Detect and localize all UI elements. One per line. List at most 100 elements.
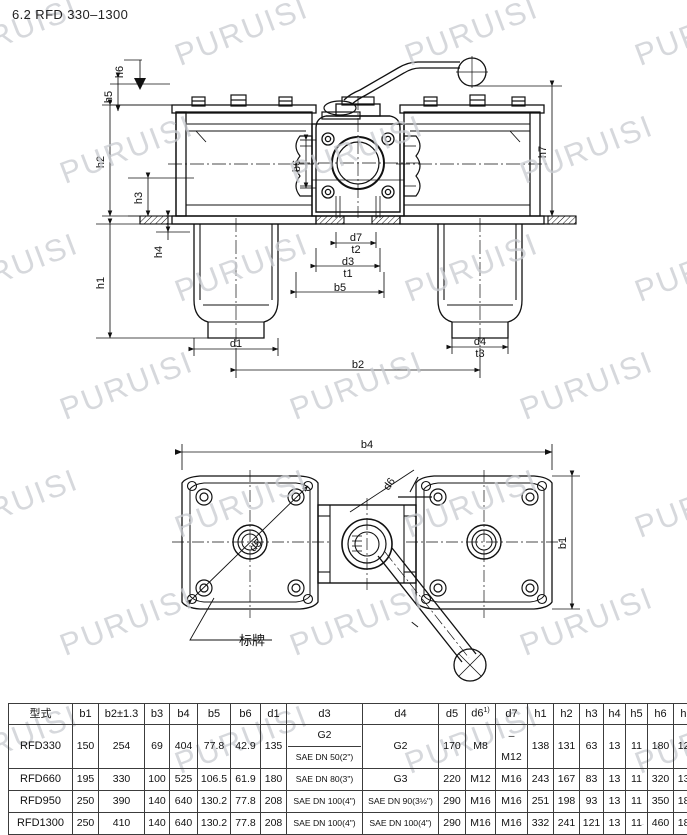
header-h4: h4 bbox=[604, 704, 626, 725]
cell-b1: 150 bbox=[73, 725, 99, 769]
cell-h6: 320 bbox=[648, 769, 674, 791]
cell-h4: 13 bbox=[604, 791, 626, 813]
cell-b6: 42.9 bbox=[231, 725, 261, 769]
dim-h5: h5 bbox=[103, 91, 115, 103]
cell-h2: 167 bbox=[554, 769, 580, 791]
specification-table-container: 型式 b1 b2±1.3 b3 b4 b5 b6 d1 d3 d4 d5 d61… bbox=[8, 703, 679, 835]
header-d4: d4 bbox=[363, 704, 439, 725]
cell-d7: M16 bbox=[496, 769, 528, 791]
cell-model: RFD950 bbox=[9, 791, 73, 813]
cell-d1: 208 bbox=[261, 813, 287, 835]
cell-d7-top: – bbox=[497, 726, 526, 747]
front-elevation-view bbox=[140, 56, 576, 348]
cell-h2: 241 bbox=[554, 813, 580, 835]
header-h6: h6 bbox=[648, 704, 674, 725]
header-h7: h7 bbox=[674, 704, 687, 725]
dim-d4: d4 bbox=[474, 336, 486, 348]
cell-d5: 290 bbox=[439, 791, 466, 813]
cell-h1: 332 bbox=[528, 813, 554, 835]
header-d6: d61) bbox=[466, 704, 496, 725]
cell-d5: 170 bbox=[439, 725, 466, 769]
cell-b4: 525 bbox=[170, 769, 198, 791]
header-b6: b6 bbox=[231, 704, 261, 725]
cell-h6: 350 bbox=[648, 791, 674, 813]
cell-b1: 195 bbox=[73, 769, 99, 791]
cell-d7: – M12 bbox=[496, 725, 528, 769]
cell-d7: M16 bbox=[496, 791, 528, 813]
cell-d6: M16 bbox=[466, 791, 496, 813]
cell-d6: M8 bbox=[466, 725, 496, 769]
dim-t3: t3 bbox=[475, 348, 484, 360]
cell-d5: 290 bbox=[439, 813, 466, 835]
header-b2: b2±1.3 bbox=[99, 704, 145, 725]
cell-d7-bottom: M12 bbox=[497, 747, 526, 768]
cell-h4: 13 bbox=[604, 813, 626, 835]
header-d3: d3 bbox=[287, 704, 363, 725]
cell-b6: 61.9 bbox=[231, 769, 261, 791]
dim-t2: t2 bbox=[351, 244, 360, 256]
cell-b3: 140 bbox=[145, 813, 170, 835]
cell-model: RFD1300 bbox=[9, 813, 73, 835]
cell-h3: 121 bbox=[580, 813, 604, 835]
cell-b5: 130.2 bbox=[198, 813, 231, 835]
cell-d1: 208 bbox=[261, 791, 287, 813]
dim-l: l bbox=[410, 620, 421, 629]
cell-b3: 69 bbox=[145, 725, 170, 769]
cell-d6: M12 bbox=[466, 769, 496, 791]
cell-b4: 640 bbox=[170, 791, 198, 813]
cell-b2: 410 bbox=[99, 813, 145, 835]
cell-model: RFD330 bbox=[9, 725, 73, 769]
dim-b2: b2 bbox=[352, 359, 364, 371]
cell-d3-top: G2 bbox=[288, 725, 361, 747]
cell-d6: M16 bbox=[466, 813, 496, 835]
cell-h4: 13 bbox=[604, 725, 626, 769]
cell-h1: 243 bbox=[528, 769, 554, 791]
dim-b1: b1 bbox=[557, 537, 569, 549]
cell-h1: 251 bbox=[528, 791, 554, 813]
cell-h3: 93 bbox=[580, 791, 604, 813]
header-h1: h1 bbox=[528, 704, 554, 725]
cell-b1: 250 bbox=[73, 791, 99, 813]
plan-view bbox=[172, 470, 564, 681]
cell-h5: 11 bbox=[626, 769, 648, 791]
cell-b2: 254 bbox=[99, 725, 145, 769]
cell-b4: 404 bbox=[170, 725, 198, 769]
table-row: RFD950 250 390 140 640 130.2 77.8 208 SA… bbox=[9, 791, 687, 813]
cell-h4: 13 bbox=[604, 769, 626, 791]
cell-d3: SAE DN 80(3") bbox=[287, 769, 363, 791]
cell-b6: 77.8 bbox=[231, 813, 261, 835]
dim-h4: h4 bbox=[153, 246, 165, 258]
header-h2: h2 bbox=[554, 704, 580, 725]
table-row: RFD660 195 330 100 525 106.5 61.9 180 SA… bbox=[9, 769, 687, 791]
cell-d3: SAE DN 100(4") bbox=[287, 791, 363, 813]
cell-h5: 11 bbox=[626, 791, 648, 813]
cell-h7: 180 bbox=[674, 813, 687, 835]
header-h3: h3 bbox=[580, 704, 604, 725]
cell-h5: 11 bbox=[626, 813, 648, 835]
dim-d7: d7 bbox=[350, 232, 362, 244]
dim-h2: h2 bbox=[95, 156, 107, 168]
header-d5: d5 bbox=[439, 704, 466, 725]
dim-b4: b4 bbox=[361, 439, 373, 451]
dim-h1: h1 bbox=[95, 277, 107, 289]
cell-d3: G2 SAE DN 50(2") bbox=[287, 725, 363, 769]
cell-h3: 63 bbox=[580, 725, 604, 769]
dim-h7: h7 bbox=[537, 146, 549, 158]
cell-b4: 640 bbox=[170, 813, 198, 835]
cell-b3: 100 bbox=[145, 769, 170, 791]
header-d6-text: d6 bbox=[471, 708, 483, 720]
cell-d1: 180 bbox=[261, 769, 287, 791]
dim-t1: t1 bbox=[343, 268, 352, 280]
table-row: RFD1300 250 410 140 640 130.2 77.8 208 S… bbox=[9, 813, 687, 835]
header-h5: h5 bbox=[626, 704, 648, 725]
cell-h6: 460 bbox=[648, 813, 674, 835]
cell-d7: M16 bbox=[496, 813, 528, 835]
cell-model: RFD660 bbox=[9, 769, 73, 791]
cell-h2: 131 bbox=[554, 725, 580, 769]
header-b1: b1 bbox=[73, 704, 99, 725]
header-model: 型式 bbox=[9, 704, 73, 725]
page-title: 6.2 RFD 330–1300 bbox=[12, 7, 128, 22]
cell-h7: 130 bbox=[674, 769, 687, 791]
table-row: RFD330 150 254 69 404 77.8 42.9 135 G2 S… bbox=[9, 725, 687, 769]
dim-b6: b6 bbox=[291, 160, 303, 172]
